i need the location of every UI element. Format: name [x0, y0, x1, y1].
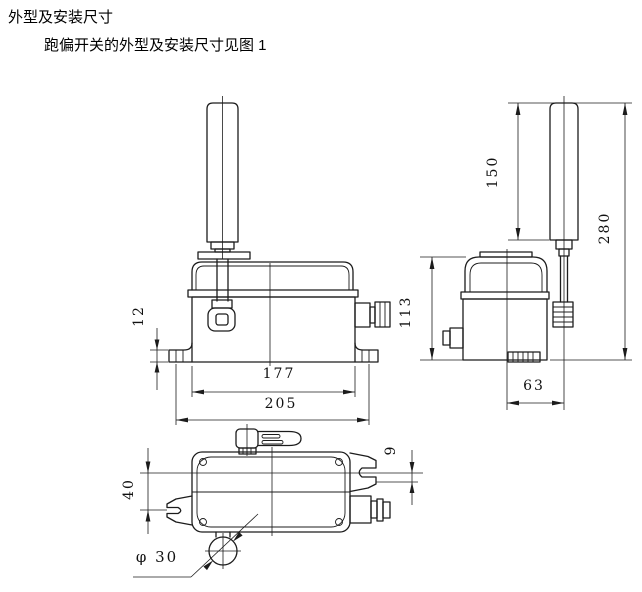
dim-roller-diameter-label: φ 30: [135, 548, 179, 566]
dim-foot-height-label: 12: [131, 305, 147, 327]
top-view: [133, 424, 423, 578]
dim-box-height-label: 113: [398, 295, 414, 329]
dim-overall-height-label: 280: [597, 211, 613, 245]
dim-axis-offset-label: 40: [121, 478, 137, 500]
front-view: [150, 96, 391, 425]
page-title: 外型及安装尺寸: [8, 9, 114, 26]
dim-body-width-label: 177: [262, 366, 296, 382]
figure-caption: 跑偏开关的外型及安装尺寸见图 1: [44, 37, 267, 54]
dim-roller-offset-label: 63: [523, 378, 545, 394]
dim-slot-offset-label: 9: [383, 444, 399, 456]
side-view: [420, 96, 632, 410]
dim-overall-width-label: 205: [264, 396, 298, 412]
dim-roller-length-label: 150: [485, 155, 501, 189]
